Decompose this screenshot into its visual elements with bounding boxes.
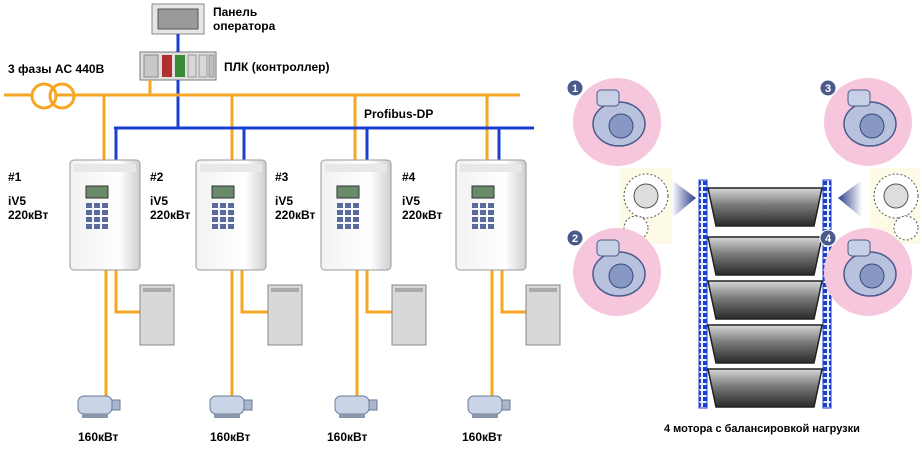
drive-label-2: #2 iV5 220кВт bbox=[150, 170, 190, 222]
drive-model: iV5 bbox=[150, 194, 169, 208]
motor-badge-label: 2 bbox=[572, 233, 578, 245]
left-arrow-icon bbox=[672, 180, 696, 218]
motor-label-4: 160кВт bbox=[462, 430, 503, 444]
drive-unit-3 bbox=[320, 159, 392, 400]
mechanism-motor-1: 1 bbox=[566, 78, 661, 166]
profibus-line bbox=[114, 126, 534, 160]
drive-label-1: #1 iV5 220кВт bbox=[8, 170, 48, 222]
mechanism-motor-2: 2 bbox=[566, 228, 661, 316]
motor-label-3: 160кВт bbox=[327, 430, 368, 444]
drive-model: iV5 bbox=[8, 194, 27, 208]
aux-unit-3 bbox=[391, 284, 427, 346]
drive-unit-1 bbox=[69, 159, 141, 400]
drive-label-3: #3 iV5 220кВт bbox=[275, 170, 315, 222]
conveyor-tray bbox=[707, 187, 823, 227]
power-line bbox=[4, 80, 520, 160]
operator-panel-label: Панель оператора bbox=[213, 5, 275, 33]
drive-unit-2 bbox=[195, 159, 268, 400]
drive-power: 220кВт bbox=[150, 208, 191, 222]
plc-icon bbox=[139, 51, 217, 81]
motor-badge: 1 bbox=[566, 79, 584, 97]
motor-icon-1 bbox=[77, 395, 121, 418]
aux-unit-2 bbox=[267, 284, 303, 346]
motor-badge-label: 3 bbox=[825, 83, 831, 95]
motor-badge: 4 bbox=[819, 229, 837, 247]
drive-power: 220кВт bbox=[402, 208, 443, 222]
mechanism-motor-4: 4 bbox=[819, 228, 912, 316]
motor-badge: 2 bbox=[566, 229, 584, 247]
drive-number: #4 bbox=[402, 170, 416, 184]
operator-panel-line1: Панель bbox=[213, 5, 258, 19]
conveyor-tray bbox=[707, 368, 823, 408]
plc-label: ПЛК (контроллер) bbox=[224, 60, 330, 74]
operator-panel-line2: оператора bbox=[213, 19, 276, 33]
operator-panel-icon bbox=[151, 3, 205, 35]
motor-icon-3 bbox=[334, 395, 378, 418]
aux-unit-4 bbox=[525, 284, 561, 346]
conveyor-tray bbox=[707, 236, 823, 276]
motor-badge-label: 1 bbox=[572, 83, 578, 95]
drive-unit-4 bbox=[455, 159, 527, 400]
motor-label-2: 160кВт bbox=[210, 430, 251, 444]
motor-label-1: 160кВт bbox=[78, 430, 119, 444]
drive-power: 220кВт bbox=[8, 208, 49, 222]
conveyor-tray bbox=[707, 280, 823, 320]
motor-icon-2 bbox=[209, 395, 253, 418]
right-arrow-icon bbox=[838, 180, 862, 218]
conveyor-mechanism bbox=[698, 179, 832, 409]
drive-number: #3 bbox=[275, 170, 289, 184]
drive-number: #2 bbox=[150, 170, 164, 184]
conveyor-tray bbox=[707, 324, 823, 364]
motor-icon-4 bbox=[467, 395, 511, 418]
transformer-icon bbox=[30, 82, 76, 110]
power-label: 3 фазы AC 440В bbox=[8, 62, 105, 76]
motor-badge: 3 bbox=[819, 79, 837, 97]
motor-badge-label: 4 bbox=[825, 233, 832, 245]
aux-unit-1 bbox=[139, 284, 175, 346]
drive-model: iV5 bbox=[275, 194, 294, 208]
drive-model: iV5 bbox=[402, 194, 421, 208]
drive-number: #1 bbox=[8, 170, 22, 184]
profibus-label: Profibus-DP bbox=[364, 107, 434, 121]
drive-power: 220кВт bbox=[275, 208, 316, 222]
drive-label-4: #4 iV5 220кВт bbox=[402, 170, 442, 222]
mechanism-caption: 4 мотора с балансировкой нагрузки bbox=[664, 423, 860, 435]
mechanism-motor-3: 3 bbox=[819, 78, 912, 166]
